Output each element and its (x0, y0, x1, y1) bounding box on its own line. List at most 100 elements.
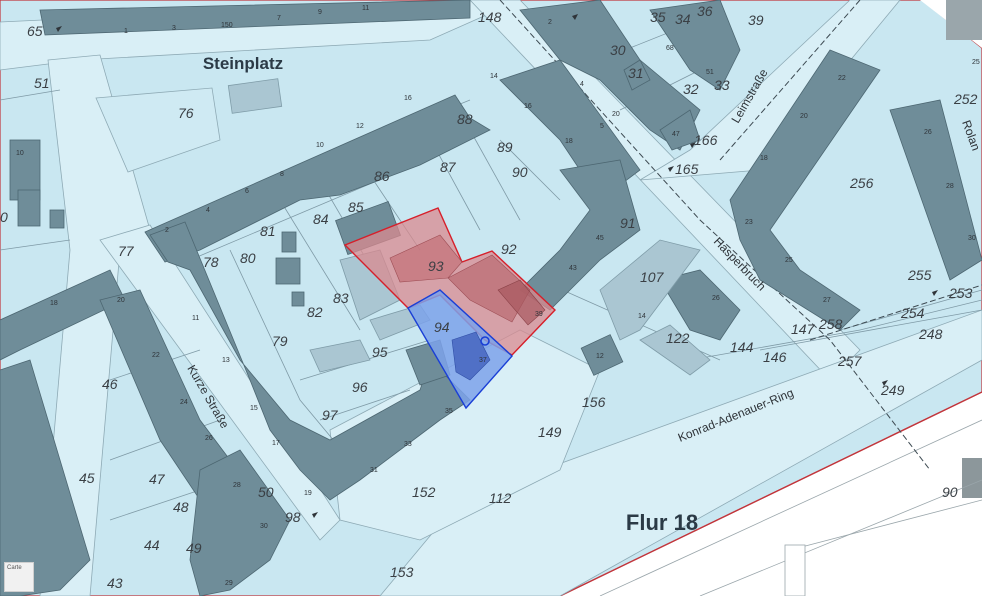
parcel-number: 79 (272, 333, 288, 349)
parcel-number: 91 (620, 215, 636, 231)
house-number: 25 (785, 257, 793, 264)
parcel-number: 248 (918, 326, 943, 342)
parcel-number: 144 (730, 339, 754, 355)
building-in-parcel-93 (497, 279, 546, 326)
parcel-number: 94 (434, 319, 450, 335)
parcel-number: 148 (478, 9, 502, 25)
parcel-number: 165 (675, 161, 699, 177)
house-number: 1 (124, 28, 128, 35)
house-number: 30 (968, 235, 976, 242)
house-number: 25 (972, 59, 980, 66)
parcel-number: 30 (610, 42, 626, 58)
house-number: 13 (222, 357, 230, 364)
parcel-number: 82 (307, 304, 323, 320)
house-number: 27 (823, 297, 831, 304)
parcel-number: 156 (582, 394, 606, 410)
house-number: 14 (490, 73, 498, 80)
parcel-number: 83 (333, 290, 349, 306)
location-marker-icon[interactable] (480, 336, 490, 346)
parcel-number: 78 (203, 254, 219, 270)
house-number: 22 (838, 75, 846, 82)
parcel-number: 90 (512, 164, 528, 180)
house-number: 20 (800, 113, 808, 120)
parcel-number: 153 (390, 564, 414, 580)
house-number: 20 (612, 111, 620, 118)
boundary-arrows (56, 14, 938, 518)
house-number: 16 (524, 103, 532, 110)
house-number: 29 (225, 580, 233, 587)
parcel-number: 65 (27, 23, 43, 39)
parcel-number: 45 (79, 470, 95, 486)
parcel-number: 95 (372, 344, 388, 360)
building (17, 189, 41, 227)
house-number: 10 (16, 150, 24, 157)
house-number: 35 (445, 408, 453, 415)
parcel-number: 254 (900, 305, 925, 321)
parcel-number: 88 (457, 111, 473, 127)
house-number: 26 (924, 129, 932, 136)
house-number: 6 (245, 188, 249, 195)
parcel-number: 255 (907, 267, 932, 283)
house-number: 16 (404, 95, 412, 102)
building (275, 257, 301, 285)
house-number: 14 (638, 313, 646, 320)
house-number: 43 (569, 265, 577, 272)
parcel-number: 31 (628, 65, 644, 81)
parcel-number: 85 (348, 199, 364, 215)
house-number: 4 (206, 207, 210, 214)
house-number: 2 (548, 19, 552, 26)
building (281, 231, 297, 253)
building (580, 334, 624, 376)
house-number: 33 (404, 441, 412, 448)
parcel-number: 77 (118, 243, 135, 259)
house-number: 37 (479, 357, 487, 364)
dashed-boundaries (499, 0, 982, 471)
building-in-parcel-94 (451, 331, 491, 381)
parcel-number: 47 (149, 471, 166, 487)
parcel-number: 146 (763, 349, 787, 365)
building-in-parcel-93 (389, 234, 463, 283)
house-number: 39 (535, 311, 543, 318)
parcel-number: 92 (501, 241, 517, 257)
house-number: 30 (260, 523, 268, 530)
parcel-number: 98 (285, 509, 301, 525)
parcel-number: 43 (107, 575, 123, 591)
attribution-text: Carte (7, 565, 22, 571)
parcel-number: 97 (322, 407, 339, 423)
house-number: 12 (596, 353, 604, 360)
house-number: 19 (304, 490, 312, 497)
parcel-number: 89 (497, 139, 513, 155)
flur-label: Flur 18 (626, 510, 698, 535)
parcel-number: 36 (697, 3, 713, 19)
house-number: 7 (277, 15, 281, 22)
parcel-number: 96 (352, 379, 368, 395)
parcel-outline (784, 544, 806, 596)
steinplatz-square (95, 87, 221, 173)
parcel-number: 152 (412, 484, 436, 500)
parcel-number: 107 (640, 269, 665, 285)
parcel-number: 90 (942, 484, 958, 500)
parcel-number: 46 (102, 376, 118, 392)
parcel-number: 33 (714, 77, 730, 93)
house-number: 5 (600, 123, 604, 130)
parcel-numbers: 65 51 76 148 35 34 36 39 30 31 32 33 88 … (0, 3, 978, 591)
parcel-number: 48 (173, 499, 189, 515)
parcel-number: 147 (791, 321, 816, 337)
parcel-number: 51 (34, 75, 50, 91)
parcel-number: 44 (144, 537, 160, 553)
house-number: 10 (316, 142, 324, 149)
parcel-number: 112 (489, 490, 512, 506)
parcel-number: 166 (694, 132, 718, 148)
parcel-number: 84 (313, 211, 329, 227)
parcel-number: 149 (538, 424, 562, 440)
house-number: 22 (152, 352, 160, 359)
house-number: 28 (946, 183, 954, 190)
house-number: 18 (565, 138, 573, 145)
house-number: 3 (172, 25, 176, 32)
map-attribution-badge[interactable]: Carte (4, 562, 34, 592)
parcel-number: 50 (258, 484, 274, 500)
parcel-number: 35 (650, 9, 666, 25)
house-number: 15 (250, 405, 258, 412)
